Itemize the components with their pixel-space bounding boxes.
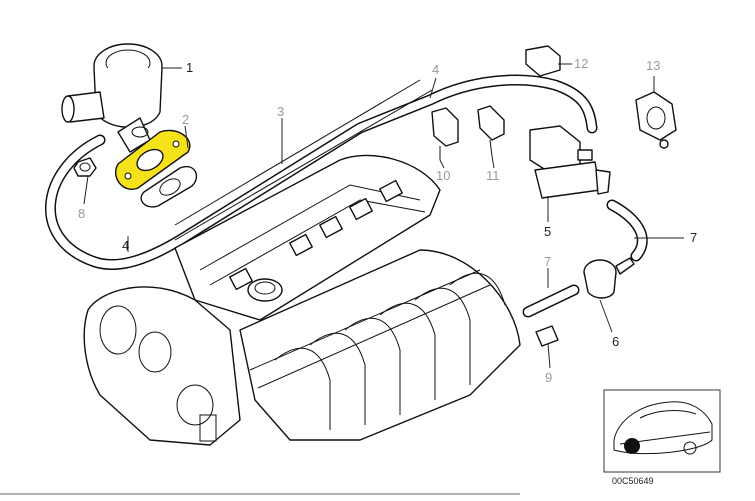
callout-2[interactable]: 2 [182, 112, 189, 127]
clip-12[interactable] [525, 45, 561, 77]
engine-cylinder-head [83, 154, 521, 446]
callout-6[interactable]: 6 [612, 334, 619, 349]
clip-10[interactable] [431, 107, 459, 160]
vehicle-locator-inset [603, 389, 721, 473]
location-marker-icon [624, 438, 640, 454]
sleeve-9[interactable] [535, 325, 559, 347]
callout-9[interactable]: 9 [545, 370, 552, 385]
reference-line-2 [174, 89, 433, 241]
gasket[interactable] [140, 165, 198, 208]
image-reference-id: 00C50649 [612, 476, 654, 486]
nut-8[interactable] [73, 157, 97, 177]
reference-line [174, 79, 421, 226]
solenoid-valve-5[interactable] [529, 125, 611, 199]
callout-11[interactable]: 11 [486, 168, 500, 183]
hose-4[interactable] [44, 74, 598, 271]
callout-12[interactable]: 12 [574, 56, 588, 71]
callout-8[interactable]: 8 [78, 206, 85, 221]
callout-4-left[interactable]: 4 [122, 238, 129, 253]
leader-lines [83, 63, 684, 369]
callout-3[interactable]: 3 [277, 104, 284, 119]
clip-11[interactable] [477, 105, 505, 157]
filter-6[interactable] [583, 257, 635, 299]
callout-1[interactable]: 1 [186, 60, 193, 75]
hose-7[interactable] [522, 199, 648, 318]
gasket-highlighted[interactable] [115, 129, 191, 190]
callout-4-top[interactable]: 4 [432, 62, 439, 77]
bracket-13[interactable] [635, 91, 677, 149]
callout-7-mid[interactable]: 7 [544, 254, 551, 269]
secondary-air-valve[interactable] [61, 43, 163, 153]
callout-13[interactable]: 13 [646, 58, 660, 73]
callout-labels: 1 2 3 4 4 8 5 6 7 7 9 10 11 12 13 [78, 56, 697, 385]
callout-5[interactable]: 5 [544, 224, 551, 239]
callout-7-right[interactable]: 7 [690, 230, 697, 245]
callout-10[interactable]: 10 [436, 168, 450, 183]
